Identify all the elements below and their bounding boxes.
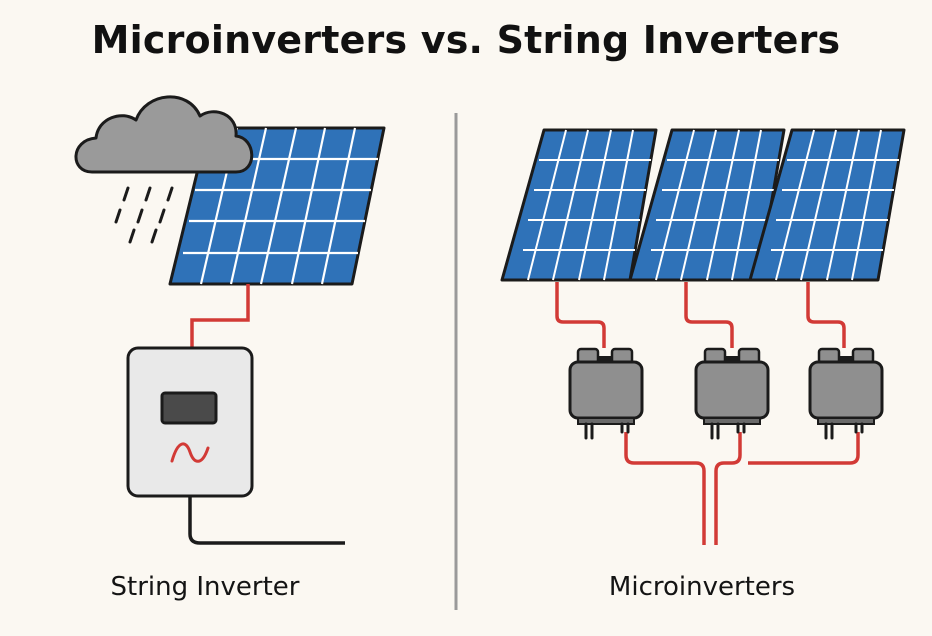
ac-output-cable [188, 496, 345, 545]
dc-wire [190, 284, 250, 348]
string-inverter-icon [126, 346, 254, 498]
inverter-display [160, 391, 218, 425]
microinverters-label: Microinverters [608, 572, 796, 602]
microinverter-icon [568, 347, 644, 440]
solar-panel-icon [500, 128, 658, 282]
ac-sine-wave-icon [170, 442, 210, 463]
dc-wires [555, 282, 846, 348]
microinverter-icon [694, 347, 770, 440]
string-inverter-label: String Inverter [110, 572, 300, 602]
page-title: Microinverters vs. String Inverters [91, 18, 841, 62]
rain-cloud-icon [74, 95, 254, 244]
microinverter-icon [808, 347, 884, 440]
ac-trunk-wires [624, 432, 860, 545]
solar-panel-icon [748, 128, 906, 282]
